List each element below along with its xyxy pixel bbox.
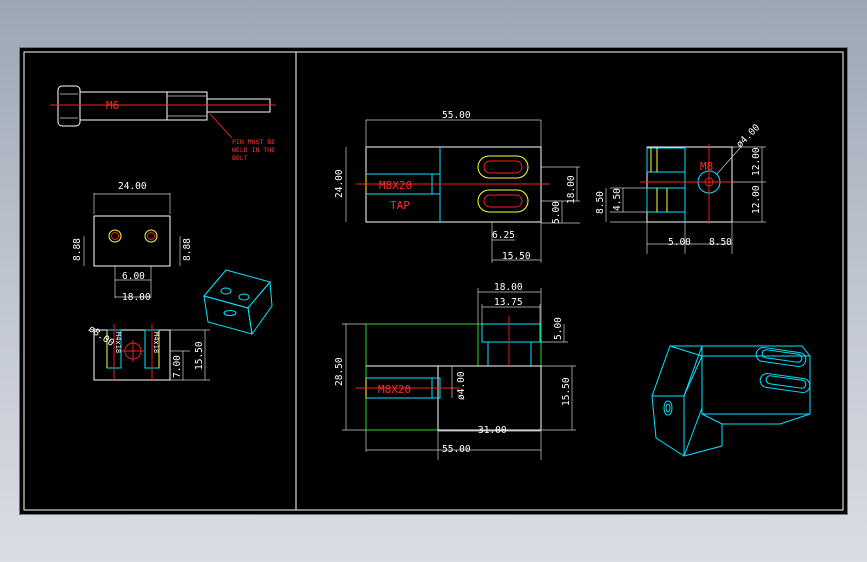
small-left-height-dim: 8.88 (72, 238, 83, 261)
drawing-sheet: M6 PIN MUST BE WELD IN THE BOLT 24.00 8.… (20, 48, 847, 514)
drawing-border (23, 51, 844, 511)
main-front-view: 18.00 13.75 5.00 28.50 ø4.00 15.50 31.00… (334, 282, 576, 460)
main-side-v1: 8.50 (595, 191, 606, 214)
main-side-view: ø4.00 M8 12.00 12.00 8.50 4.50 5.00 8.50 (595, 122, 766, 254)
main-front-w1: 31.00 (478, 425, 507, 436)
main-side-b1: 5.00 (668, 237, 691, 248)
main-front-thread: M8X20 (378, 383, 411, 396)
main-front-w2: 55.00 (442, 444, 471, 455)
main-top-slot-width: 5.00 (551, 201, 562, 224)
small-width-dim: 24.00 (118, 181, 147, 192)
main-front-dia: ø4.00 (456, 371, 467, 400)
main-top-d1: 6.25 (492, 230, 515, 241)
small-span-dim: 18.00 (122, 292, 151, 303)
main-front-lower-height: 15.50 (561, 377, 572, 406)
main-top-thread: M8X20 (379, 179, 412, 192)
main-front-top-width: 18.00 (494, 282, 523, 293)
bolt-note-3: BOLT (232, 154, 248, 162)
small-block-front-view: ø8.00 M4x18 M4x18 7.00 15.50 (86, 323, 210, 381)
main-side-h2: 12.00 (751, 185, 762, 214)
main-top-d2: 15.50 (502, 251, 531, 262)
small-dia-dim: ø8.00 (86, 323, 116, 349)
main-front-top-height: 5.00 (553, 317, 564, 340)
bolt-view: M6 PIN MUST BE WELD IN THE BOLT (50, 85, 276, 162)
main-side-b2: 8.50 (709, 237, 732, 248)
main-side-h1: 12.00 (751, 147, 762, 176)
small-block-top-view: 24.00 8.88 8.88 6.00 18.00 (72, 181, 193, 303)
small-right-height-dim: 8.88 (182, 238, 193, 261)
small-lower-d1: 7.00 (172, 355, 183, 378)
main-side-dia: ø4.00 (734, 122, 762, 150)
main-top-view: 55.00 24.00 18.00 5.00 6.25 15.50 M8X20 … (334, 110, 580, 263)
bolt-label: M6 (106, 99, 119, 112)
main-front-height: 28.50 (334, 357, 345, 386)
main-top-slot-span: 18.00 (566, 175, 577, 204)
main-top-height-dim: 24.00 (334, 169, 345, 198)
small-hole-right-label: M4x18 (152, 332, 160, 353)
main-block-iso-view (651, 345, 812, 457)
small-lower-d2: 15.50 (194, 341, 205, 370)
main-side-v2: 4.50 (612, 188, 623, 211)
small-inner-dim: 6.00 (122, 271, 145, 282)
main-top-width-dim: 55.00 (442, 110, 471, 121)
bolt-note-1: PIN MUST BE (232, 138, 275, 146)
main-top-tap: TAP (390, 199, 410, 212)
bolt-note-2: WELD IN THE (232, 146, 275, 154)
cad-drawing-canvas: M6 PIN MUST BE WELD IN THE BOLT 24.00 8.… (23, 51, 844, 511)
main-side-thread: M8 (700, 160, 713, 173)
main-front-inner-width: 13.75 (494, 297, 523, 308)
small-hole-left-label: M4x18 (114, 332, 122, 353)
small-block-iso-view (203, 269, 273, 336)
